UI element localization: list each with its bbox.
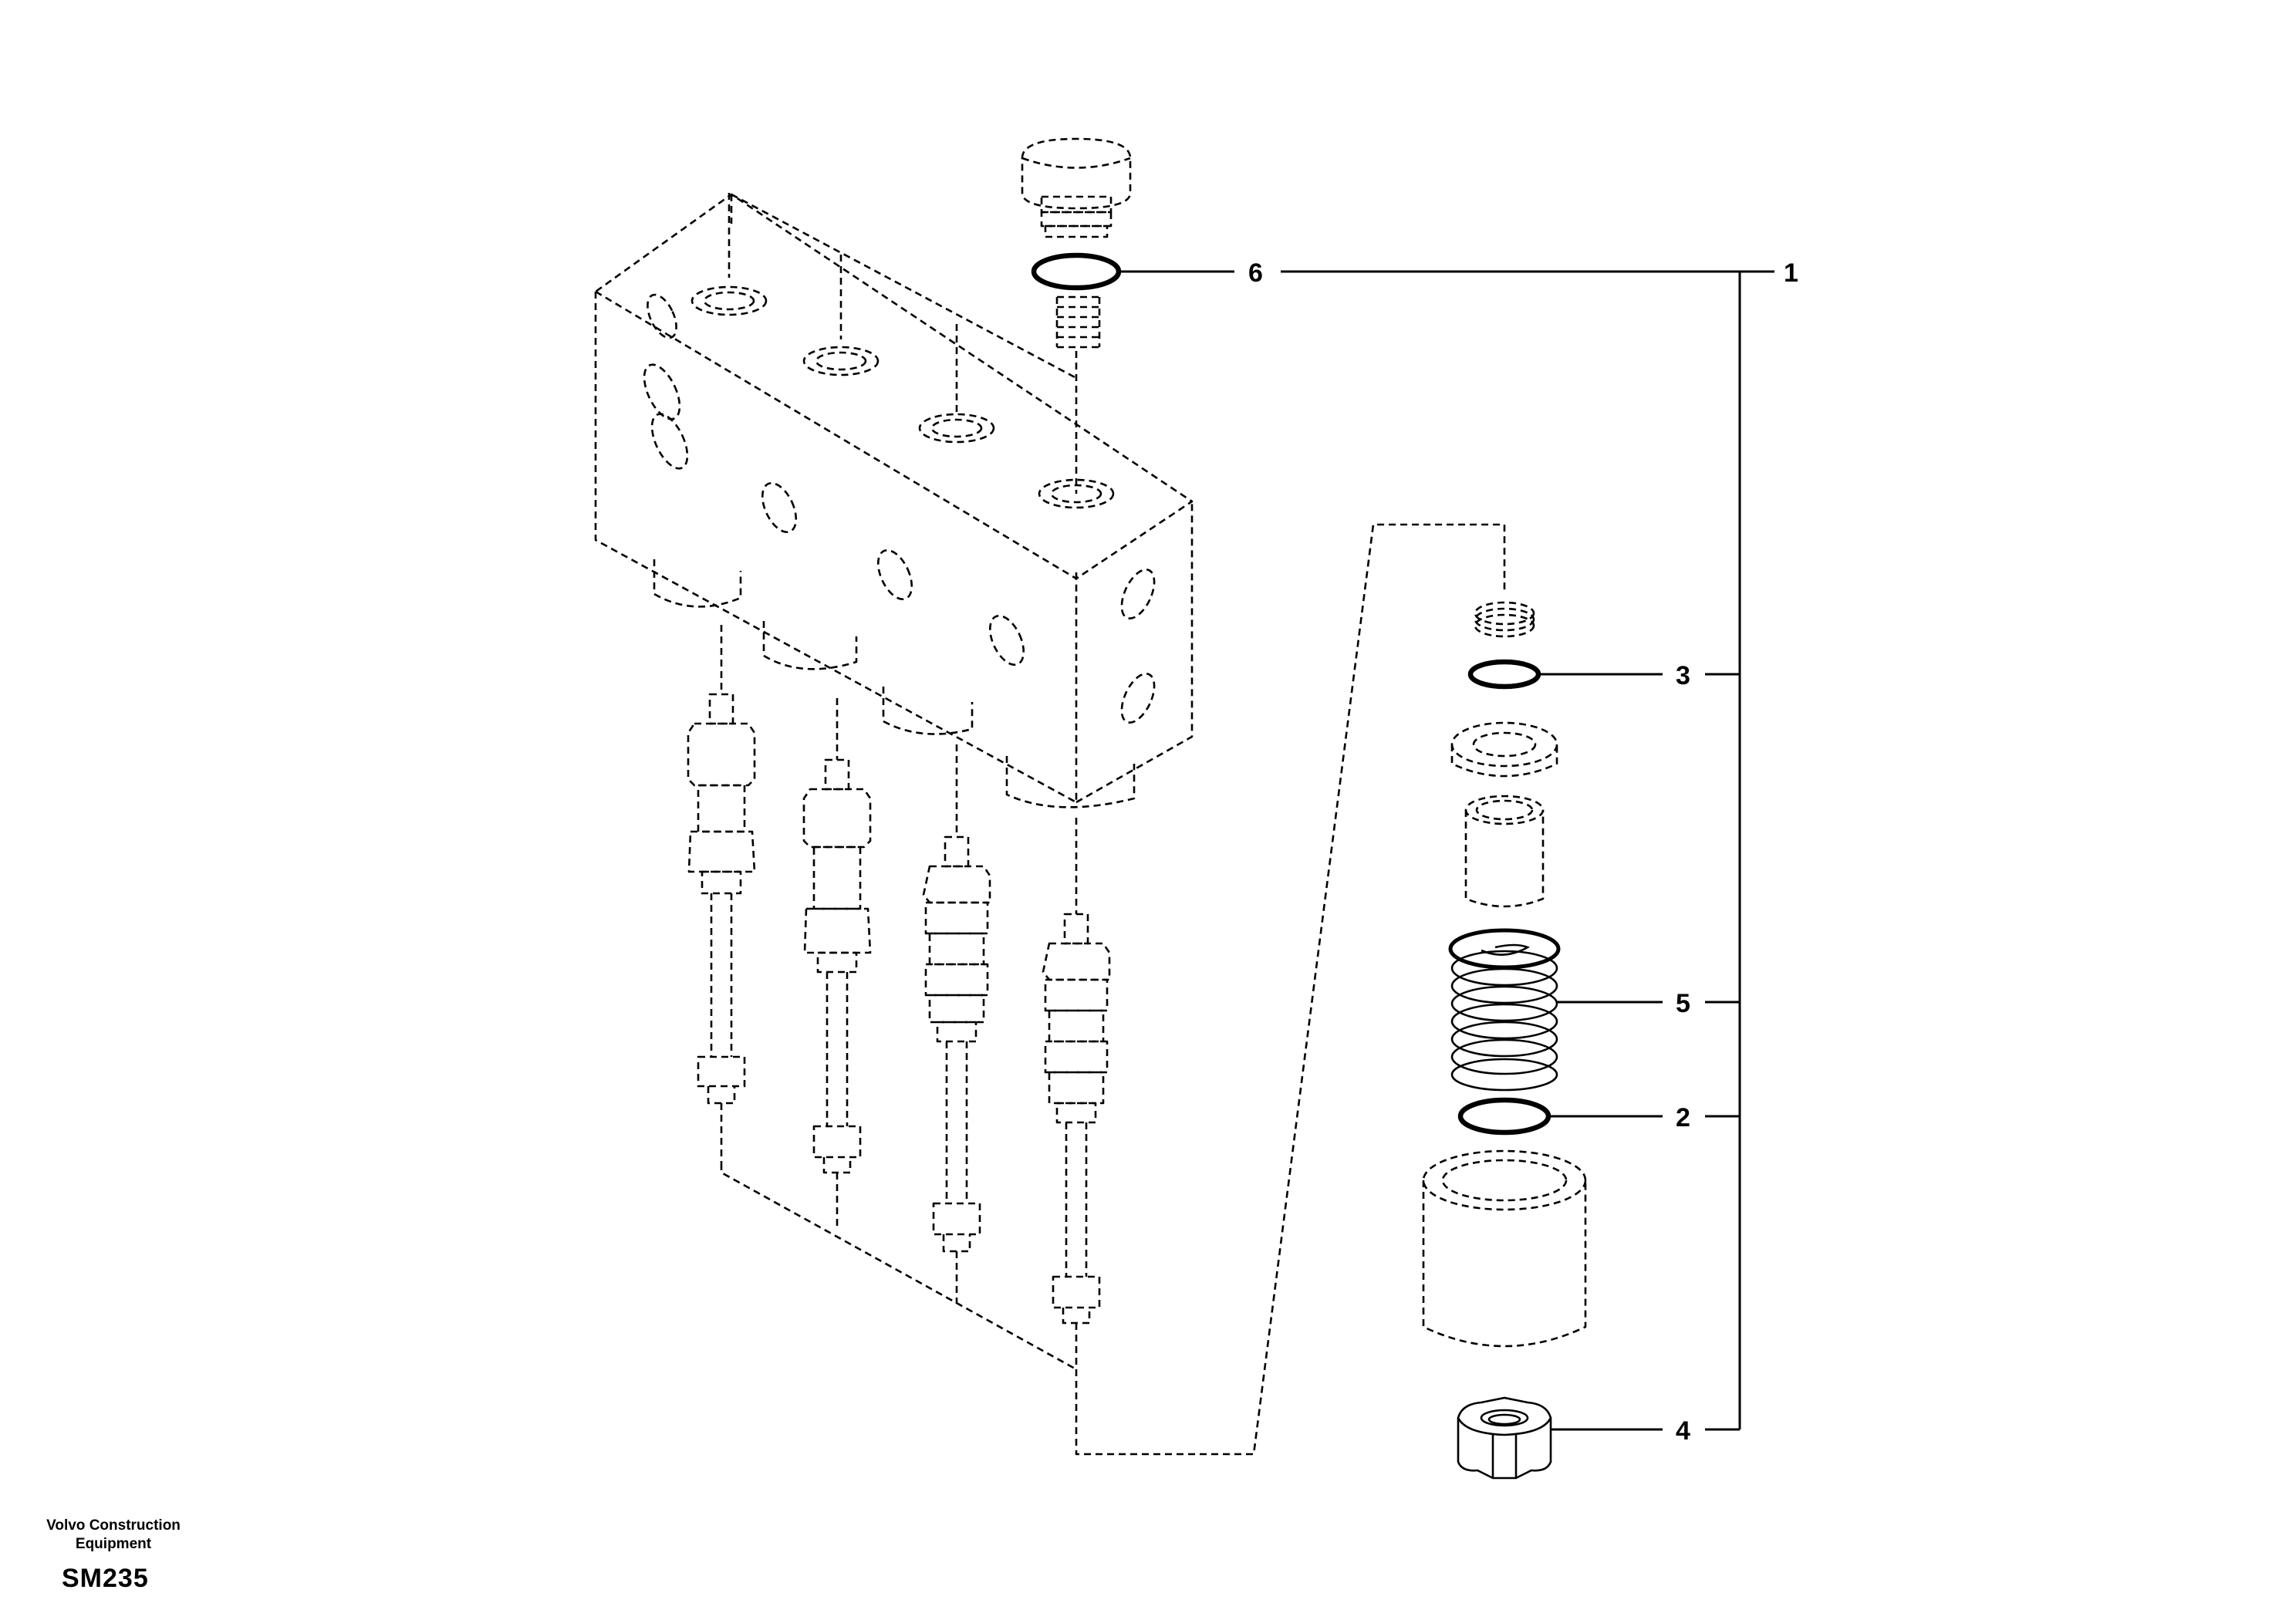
spool-1 [687,693,756,1163]
callout-3: 3 [1676,661,1690,690]
callout-4: 4 [1676,1416,1690,1446]
assembly-path-line [1075,523,1506,1456]
spring-item-5 [1448,928,1561,1092]
brand-caption: Volvo Construction Equipment [40,1517,187,1554]
o-ring-item-2 [1457,1097,1551,1136]
o-ring-item-6 [1031,252,1122,291]
spool-4 [1042,913,1111,1369]
brand-line-2: Equipment [75,1536,152,1552]
spools [687,625,1111,1371]
drawing-code: SM235 [62,1564,149,1593]
callout-6: 6 [1248,258,1263,288]
valve-block [594,193,1194,808]
brand-line-1: Volvo Construction [46,1517,181,1534]
leader-lines [1119,270,1774,1431]
callout-5: 5 [1676,989,1690,1018]
o-ring-item-3 [1467,659,1541,690]
cartridge-parts [1422,601,1587,1348]
nut-item-4 [1457,1396,1552,1480]
callout-2: 2 [1676,1103,1690,1132]
plug-assembly [1021,137,1132,386]
spool-3 [922,835,991,1304]
spool-2 [802,758,872,1230]
callout-1: 1 [1784,258,1798,288]
